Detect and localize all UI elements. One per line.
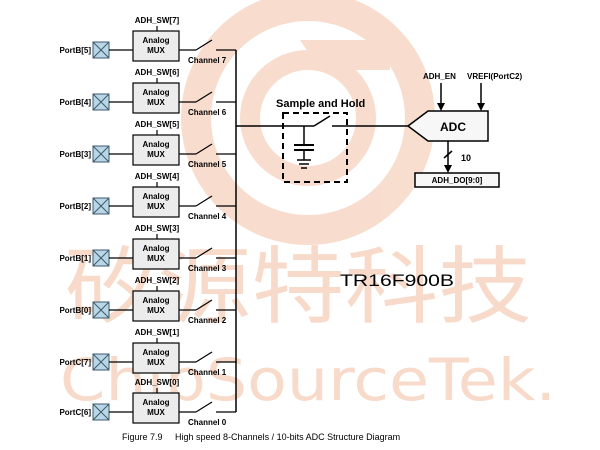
port-label: PortC[7] [59, 358, 91, 367]
adc-output-arrow-icon [444, 165, 452, 173]
switch-enable-label: ADH_SW[6] [135, 68, 180, 77]
chip-name: TR16F900B [340, 271, 454, 290]
port-pad-icon [92, 145, 110, 163]
port-pad-icon [92, 197, 110, 215]
sample-and-hold-box [282, 112, 348, 183]
adc-output-box [414, 172, 500, 188]
port-pad-icon [92, 41, 110, 59]
sample-and-hold-label: Sample and Hold [276, 98, 365, 110]
channel-switch-icon [195, 91, 213, 103]
adc-bits-label: 10 [461, 153, 471, 163]
analog-mux-box [132, 82, 180, 114]
figure-caption: Figure 7.9 High speed 8-Channels / 10-bi… [122, 432, 400, 442]
port-label: PortB[2] [59, 202, 91, 211]
adc-vref-label: VREFI(PortC2) [467, 72, 522, 81]
sample-switch-icon [313, 115, 331, 127]
port-label: PortB[3] [59, 150, 91, 159]
channel-label: Channel 4 [188, 212, 227, 221]
switch-enable-label: ADH_SW[2] [135, 276, 180, 285]
channel-label: Channel 2 [188, 316, 227, 325]
channel-switch-icon [195, 401, 213, 413]
adc-output-label: ADH_DO[9:0] [432, 176, 483, 185]
port-pad-icon [92, 249, 110, 267]
channel-label: Channel 6 [188, 108, 227, 117]
sample-and-hold: Sample and Hold [276, 98, 408, 183]
channel-label: Channel 0 [188, 418, 227, 427]
port-label: PortB[0] [59, 306, 91, 315]
channel-label: Channel 3 [188, 264, 227, 273]
channel-label: Channel 5 [188, 160, 227, 169]
ground-icon [297, 159, 311, 169]
adc-label: ADC [440, 120, 466, 134]
analog-mux-box [132, 134, 180, 166]
port-pad-icon [92, 403, 110, 421]
analog-mux-box [132, 290, 180, 322]
switch-enable-label: ADH_SW[1] [135, 328, 180, 337]
channel-switch-icon [195, 39, 213, 51]
adc-block: ADH_EN VREFI(PortC2) ADC 10 ADH_DO[9:0] [406, 72, 522, 188]
channel-switch-icon [195, 247, 213, 259]
analog-mux-box [132, 238, 180, 270]
port-label: PortB[4] [59, 98, 91, 107]
channel-switch-icon [195, 351, 213, 363]
adc-enable-label: ADH_EN [423, 72, 456, 81]
adc-shape [406, 110, 489, 142]
hold-capacitor-icon [294, 144, 314, 151]
bus-width-slash-icon [443, 150, 453, 159]
port-pad-icon [92, 353, 110, 371]
channel-switch-icon [195, 195, 213, 207]
switch-enable-label: ADH_SW[5] [135, 120, 180, 129]
switch-enable-label: ADH_SW[3] [135, 224, 180, 233]
analog-mux-box [132, 342, 180, 374]
channel-label: Channel 1 [188, 368, 227, 377]
port-label: PortC[6] [59, 408, 91, 417]
analog-mux-box [132, 186, 180, 218]
analog-mux-box [132, 392, 180, 424]
channel-switch-icon [195, 299, 213, 311]
analog-mux-box [132, 30, 180, 62]
vref-arrow-icon [477, 103, 485, 111]
port-label: PortB[5] [59, 46, 91, 55]
switch-enable-label: ADH_SW[7] [135, 16, 180, 25]
port-pad-icon [92, 93, 110, 111]
switch-enable-label: ADH_SW[0] [135, 378, 180, 387]
port-label: PortB[1] [59, 254, 91, 263]
enable-arrow-icon [437, 103, 445, 111]
port-pad-icon [92, 301, 110, 319]
channel-label: Channel 7 [188, 56, 227, 65]
switch-enable-label: ADH_SW[4] [135, 172, 180, 181]
channel-switch-icon [195, 143, 213, 155]
watermark-logo-icon [181, 0, 435, 245]
